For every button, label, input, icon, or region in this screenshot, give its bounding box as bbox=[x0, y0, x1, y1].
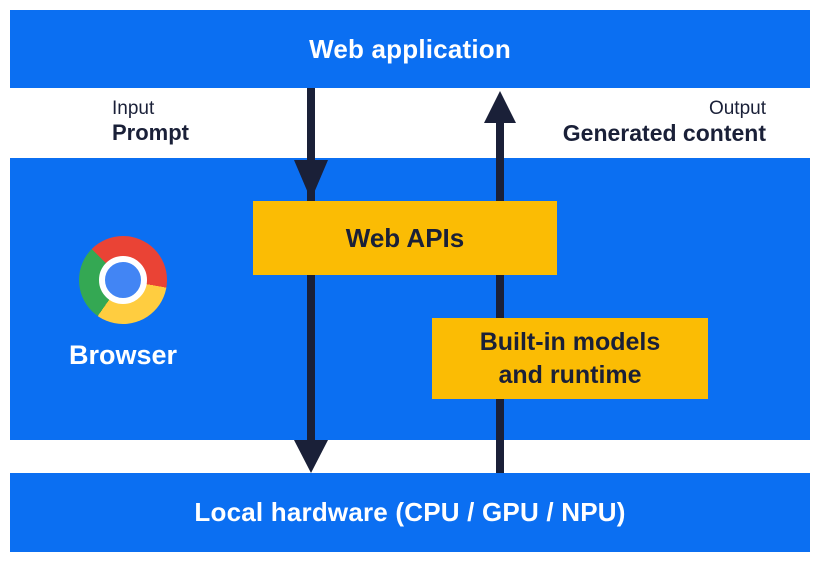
input-label: Input bbox=[112, 98, 155, 119]
browser-label: Browser bbox=[68, 340, 178, 370]
local-hardware-bar: Local hardware (CPU / GPU / NPU) bbox=[10, 473, 810, 552]
builtin-models-line2: and runtime bbox=[498, 360, 642, 389]
web-apis-box: Web APIs bbox=[253, 201, 557, 275]
builtin-models-line1: Built-in models bbox=[479, 327, 661, 356]
local-hardware-label: Local hardware (CPU / GPU / NPU) bbox=[194, 497, 626, 527]
web-application-bar: Web application bbox=[10, 10, 810, 88]
generated-content-label: Generated content bbox=[562, 120, 766, 146]
output-flow-label: Output Generated content bbox=[563, 97, 766, 145]
output-label: Output bbox=[708, 98, 766, 119]
input-flow-label: Input Prompt bbox=[112, 97, 189, 145]
chrome-icon bbox=[79, 236, 167, 324]
prompt-label: Prompt bbox=[112, 120, 189, 145]
chrome-icon-center bbox=[99, 256, 147, 304]
web-application-label: Web application bbox=[309, 33, 511, 64]
builtin-models-box: Built-in models and runtime bbox=[432, 318, 708, 399]
web-apis-label: Web APIs bbox=[345, 222, 465, 253]
